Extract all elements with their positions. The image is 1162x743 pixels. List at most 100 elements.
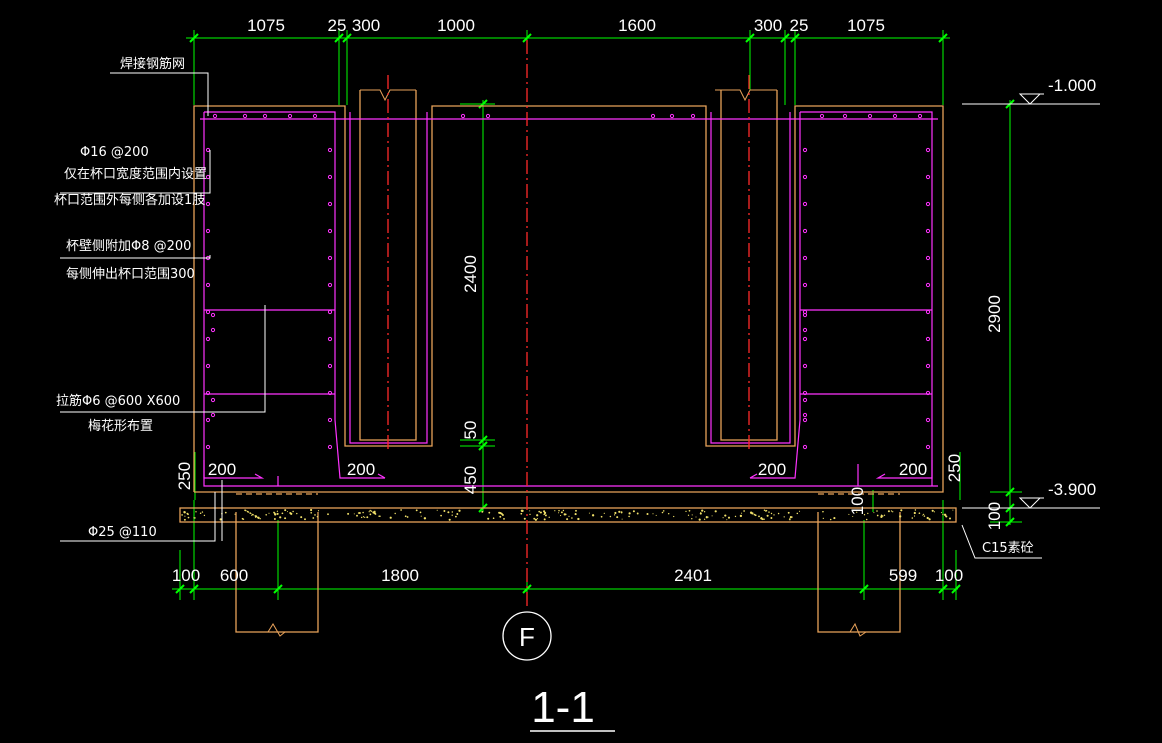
hatch-dot: [687, 514, 690, 516]
hatch-dot: [928, 518, 931, 520]
hatch-dot: [378, 515, 381, 517]
axis-bubble: [502, 611, 552, 661]
hatch-dot: [257, 516, 260, 519]
hatch-dot: [876, 514, 879, 517]
hatch-dot: [707, 516, 709, 518]
hatch-dot: [289, 512, 292, 514]
hook-label-4: 200: [899, 460, 927, 479]
rebar-dot: [327, 417, 333, 423]
hatch-dot: [833, 517, 836, 520]
hook-label-2: 200: [347, 460, 375, 479]
rebar-dot: [802, 312, 808, 318]
top-dim-4: 1000: [437, 16, 475, 35]
gap-dim: 50: [461, 421, 480, 440]
hatch-dot: [406, 516, 409, 518]
rebar-dot: [802, 147, 808, 153]
hatch-dot: [751, 512, 754, 515]
hatch-dot: [770, 517, 773, 519]
hatch-dot: [609, 515, 612, 518]
rebar-dot: [802, 336, 808, 342]
socket-depth-dim: 2400: [461, 255, 480, 293]
elevation-top: -1.000: [1048, 76, 1096, 95]
hatch-dot: [276, 510, 279, 512]
hatch-dot: [292, 510, 294, 513]
hatch-dot: [181, 514, 183, 516]
rebar-dot: [205, 336, 211, 342]
hatch-dot: [458, 509, 461, 512]
hatch-dot: [591, 514, 595, 517]
elevation-markers: [1018, 93, 1044, 509]
hatch-dot: [883, 514, 886, 516]
rebar-dot: [485, 113, 491, 119]
hatch-dot: [234, 513, 236, 515]
hatch-dot: [714, 510, 717, 513]
rebar-dot: [205, 228, 211, 234]
hatch-dot: [448, 518, 451, 521]
hatch-dot: [415, 509, 418, 512]
hatch-dot: [822, 511, 824, 513]
hatch-dot: [544, 514, 547, 517]
rebar-dot: [210, 312, 216, 318]
hatch-dot: [362, 516, 365, 518]
hatch-dot: [568, 515, 570, 517]
hatch-dot: [183, 518, 186, 521]
hatch-dot: [913, 511, 916, 515]
hatch-dot: [763, 518, 765, 521]
hatch-dot: [369, 509, 371, 512]
hatch-dot: [503, 518, 505, 520]
hatch-dot: [703, 511, 706, 513]
hatch-dot: [560, 515, 562, 517]
hatch-dot: [734, 515, 737, 518]
rebar-dot: [925, 336, 931, 342]
rebar-dot: [925, 417, 931, 423]
rebar-dot: [925, 174, 931, 180]
hatch-dot: [536, 514, 539, 517]
rebar-dot: [327, 390, 333, 396]
hatch-dot: [310, 508, 313, 512]
hatch-dot: [770, 512, 773, 515]
hatch-dot: [761, 518, 764, 521]
rebar-dot: [690, 113, 696, 119]
hatch-dot: [368, 511, 370, 513]
hatch-dot: [436, 509, 438, 511]
note-wall-2: 每侧伸出杯口范围300: [66, 266, 195, 282]
hatch-dot: [575, 509, 577, 512]
note-bar16-2: 仅在杯口宽度范围内设置: [64, 166, 207, 182]
hatch-dot: [273, 512, 276, 514]
hatch-dot: [856, 511, 858, 513]
hatch-dot: [492, 517, 495, 519]
rebar-dot: [205, 444, 211, 450]
hatch-dot: [366, 516, 369, 519]
hatch-dot: [829, 518, 832, 521]
hatch-dot: [922, 513, 925, 516]
rebar-dot: [242, 113, 248, 119]
right-dim-total: 2900: [985, 295, 1004, 333]
note-tie-2: 梅花形布置: [88, 418, 153, 434]
hatch-dot: [242, 518, 245, 520]
hatch-dot: [440, 514, 442, 517]
hatch-dot: [400, 509, 402, 511]
rebar-dot: [819, 113, 825, 119]
hatch-dot: [890, 510, 893, 512]
hatch-dot: [219, 518, 222, 521]
hatch-dot: [201, 511, 204, 513]
hatch-dot: [199, 512, 202, 514]
bottom-dim-5: 599: [889, 566, 917, 585]
rebar-dot: [925, 147, 931, 153]
hatch-dot: [358, 511, 361, 515]
hatch-dot: [913, 515, 916, 517]
rebar-dot: [892, 113, 898, 119]
rebar-dot: [917, 113, 923, 119]
note-bar25: Φ25 @110: [88, 525, 157, 540]
hatch-dot: [628, 515, 630, 518]
hatch-dot: [558, 512, 560, 514]
hatch-dot: [539, 511, 542, 514]
dimension-lines: [172, 30, 1022, 600]
hatch-dot: [447, 511, 450, 514]
bottom-dim-2: 600: [220, 566, 248, 585]
rebar-dot: [925, 255, 931, 261]
hatch-dot: [698, 518, 701, 521]
rebar-dot: [802, 174, 808, 180]
rebar-dot: [205, 390, 211, 396]
top-dim-7: 25: [790, 16, 809, 35]
